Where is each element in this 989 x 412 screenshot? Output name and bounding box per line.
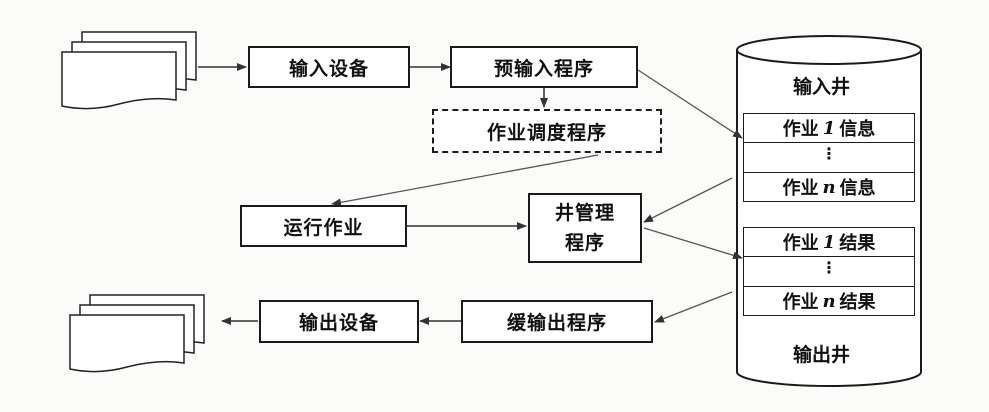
run-job-label: 运行作业: [283, 216, 364, 239]
output-device-label: 输出设备: [298, 312, 379, 334]
arrow-jobn-result-to-buffered-output: [654, 291, 733, 323]
run-job-box: 运行作业: [240, 205, 407, 247]
job-scheduler-label: 作业调度程序: [486, 121, 607, 144]
ellipsis-result: ⋮: [821, 258, 837, 277]
arrow-jobn-info-to-spool-manager: [643, 177, 733, 223]
input-documents-icon: [61, 31, 197, 110]
input-well-label: 输入井: [793, 76, 851, 98]
spool-manager-box: 井管理 程序: [528, 193, 642, 263]
arrow-preinput-to-job1-info: [637, 69, 743, 139]
input-device-label: 输入设备: [288, 57, 369, 80]
output-documents-icon: [69, 294, 205, 373]
output-device-box: 输出设备: [259, 300, 419, 343]
input-device-box: 输入设备: [248, 46, 410, 88]
buffered-output-label: 缓输出程序: [506, 312, 607, 334]
spool-manager-label-line1: 井管理: [554, 202, 615, 224]
job-scheduler-box: 作业调度程序: [432, 109, 662, 153]
arrow-scheduler-to-run-job: [331, 154, 599, 207]
pre-input-box: 预输入程序: [450, 46, 638, 88]
spool-manager-label-line2: 程序: [564, 232, 605, 254]
ellipsis-info: ⋮: [821, 144, 837, 163]
pre-input-label: 预输入程序: [493, 57, 594, 80]
output-well-label: 输出井: [793, 344, 851, 366]
arrow-spool-manager-to-job1-result: [643, 227, 743, 260]
buffered-output-box: 缓输出程序: [461, 300, 653, 343]
